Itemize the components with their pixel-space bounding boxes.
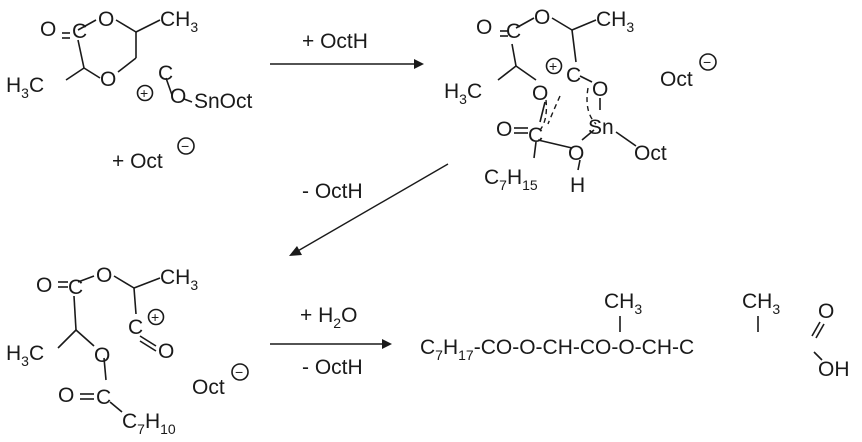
product-chain: C7H17-CO-O-CH-CO-O-CH-C CH3 CH3 O OH bbox=[420, 290, 850, 381]
charge-minus: − bbox=[235, 364, 243, 380]
positive-charge-icon bbox=[147, 308, 165, 326]
octoate-anion-label: Oct bbox=[660, 68, 693, 91]
molecule-dioxanone-cation: O C O CH3 O C O SnOct H3C + + Oct − bbox=[6, 8, 253, 173]
product-formula: C7H17-CO-O-CH-CO-O-CH-C bbox=[420, 336, 694, 363]
atom-o-carbonyl: O bbox=[40, 18, 56, 41]
charge-plus: + bbox=[140, 85, 148, 101]
negative-charge-icon bbox=[699, 53, 717, 71]
atom-o-carbonyl: O bbox=[36, 274, 52, 297]
atom-o-ring: O bbox=[98, 8, 114, 31]
atom-o-carbonyl: O bbox=[58, 384, 74, 407]
charge-plus: + bbox=[549, 58, 557, 74]
octoate-anion-label: + Oct bbox=[112, 150, 163, 173]
tin-label: Sn bbox=[588, 116, 614, 139]
atom-c: C bbox=[528, 124, 543, 147]
atom-o: O bbox=[158, 340, 174, 363]
tin-octoate-label: SnOct bbox=[194, 90, 253, 113]
atom-o: O bbox=[94, 344, 110, 367]
methyl-label: CH3 bbox=[604, 290, 642, 317]
atom-o-ring: O bbox=[100, 68, 116, 91]
methyl-label: H3C bbox=[444, 80, 482, 107]
charge-minus: − bbox=[703, 54, 711, 70]
atom-o-carbonyl: O bbox=[476, 16, 492, 39]
heptyl-label: C7H15 bbox=[484, 166, 538, 193]
atom-o-ring: O bbox=[532, 82, 548, 105]
reaction-arrow-1: + OctH bbox=[270, 30, 424, 69]
heptyl-label: C7H10 bbox=[122, 410, 176, 437]
atom-o: O bbox=[568, 142, 584, 165]
atom-o-carbonyl: O bbox=[496, 118, 512, 141]
reagent-label: - OctH bbox=[302, 180, 363, 203]
atom-c-cation: C bbox=[128, 316, 143, 339]
atom-o-ring: O bbox=[534, 6, 550, 29]
reaction-arrow-3: + H2O - OctH bbox=[270, 304, 392, 379]
reagent-label: - OctH bbox=[302, 356, 363, 379]
atom-o: O bbox=[592, 78, 608, 101]
atom-c-cation: C bbox=[158, 62, 173, 85]
reagent-label: + OctH bbox=[302, 30, 368, 53]
molecule-tin-complex: O C O CH3 H3C O C O Sn O C O H Oct C7H15… bbox=[444, 6, 717, 197]
positive-charge-icon bbox=[136, 84, 154, 102]
molecule-acylium-cation: O C O CH3 C O + H3C O O C C7H10 Oct − bbox=[6, 264, 249, 437]
methyl-label: CH3 bbox=[742, 290, 780, 317]
atom-c: C bbox=[506, 20, 521, 43]
reaction-arrow-2: - OctH bbox=[289, 163, 449, 256]
atom-c: C bbox=[96, 386, 111, 409]
negative-charge-icon bbox=[231, 363, 249, 381]
positive-charge-icon bbox=[545, 57, 563, 75]
methyl-label: CH3 bbox=[160, 8, 198, 35]
methyl-label: CH3 bbox=[596, 8, 634, 35]
methyl-label: H3C bbox=[6, 74, 44, 101]
negative-charge-icon bbox=[177, 137, 195, 155]
atom-c: C bbox=[68, 276, 83, 299]
atom-o-carbonyl: O bbox=[818, 300, 834, 323]
atom-c-cation: C bbox=[566, 64, 581, 87]
octoate-label: Oct bbox=[634, 142, 667, 165]
charge-minus: − bbox=[181, 138, 189, 154]
atom-h: H bbox=[570, 174, 585, 197]
hydroxyl-label: OH bbox=[818, 358, 850, 381]
charge-plus: + bbox=[151, 309, 159, 325]
atom-o: O bbox=[96, 264, 112, 287]
octoate-anion-label: Oct bbox=[192, 376, 225, 399]
atom-o: O bbox=[170, 85, 186, 108]
reagent-label-water: + H2O bbox=[300, 304, 357, 331]
methyl-label: CH3 bbox=[160, 266, 198, 293]
atom-c: C bbox=[72, 20, 87, 43]
methyl-label: H3C bbox=[6, 342, 44, 369]
